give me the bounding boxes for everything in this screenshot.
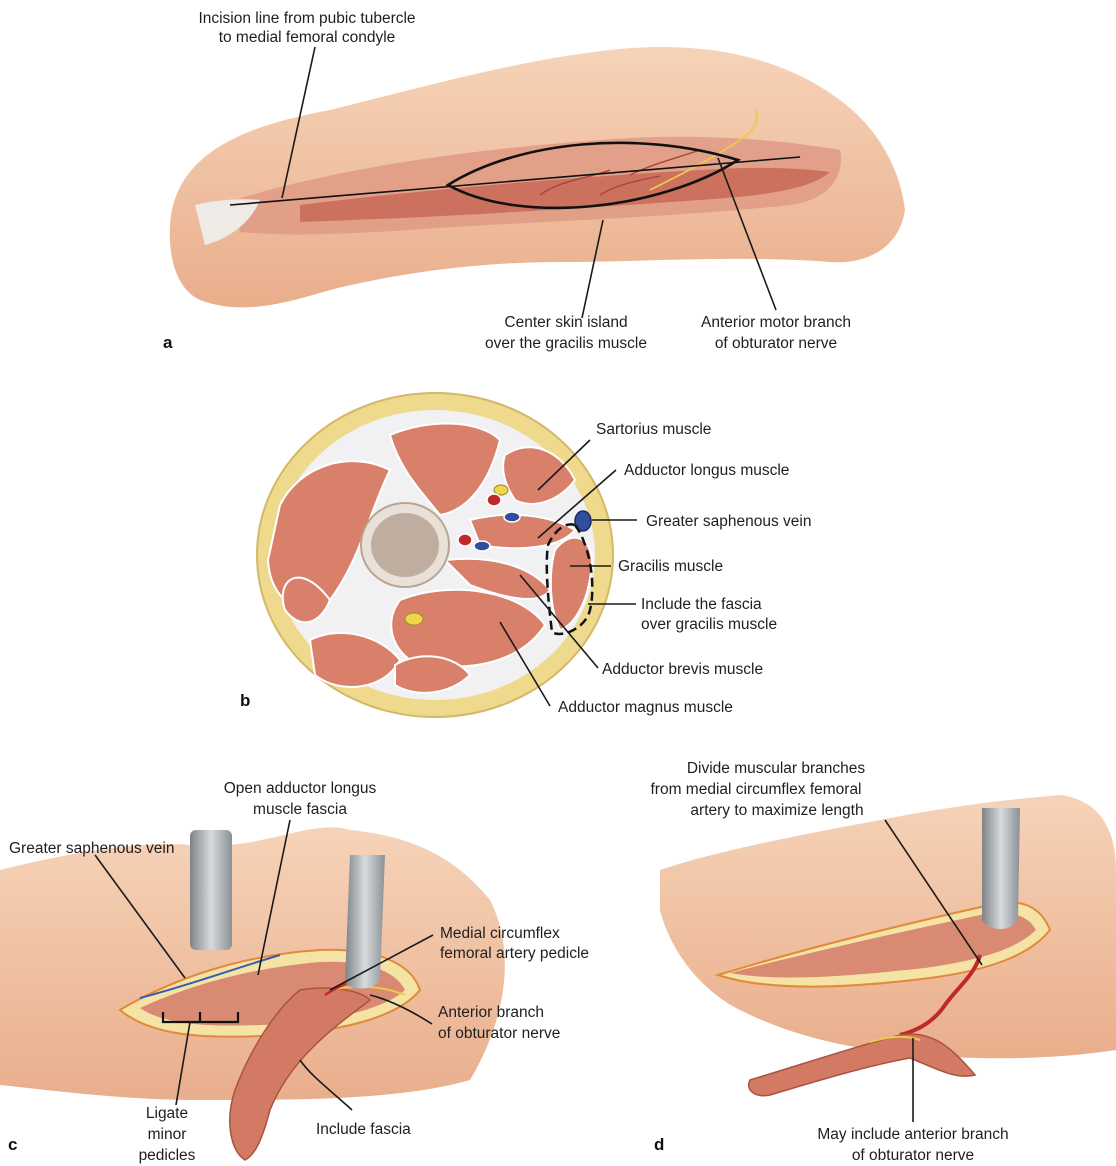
panel-a: Incision line from pubic tubercle to med… [163,10,905,352]
panel-letter-c: c [8,1135,17,1154]
label-ant-branch-2: of obturator nerve [438,1025,560,1042]
label-adductor-longus: Adductor longus muscle [624,462,789,479]
label-ligate-3: pedicles [139,1147,196,1164]
skin-island-outline [445,141,742,210]
label-motor-branch-1: Anterior motor branch [701,314,851,331]
retractor-d [982,808,1020,929]
panel-c: Open adductor longus muscle fascia Great… [0,780,589,1164]
leader-adductor-magnus [499,621,551,707]
label-incision-2: to medial femoral condyle [219,29,396,46]
leader-open-fascia [257,819,291,976]
muscle-posterior-2 [394,655,472,694]
panel-letter-b: b [240,691,250,710]
knee-tendon [195,199,260,245]
vein-dot-1 [503,511,521,523]
label-saphenous-c: Greater saphenous vein [9,840,174,857]
saphenous-vein-c [139,954,281,999]
muscle-anterior [388,422,502,517]
panel-d: Divide muscular branches from medial cir… [650,760,1116,1164]
vessel-branches [539,149,701,196]
ligate-bracket [161,1012,240,1024]
leader-incision [281,46,316,199]
panel-b: Sartorius muscle Adductor longus muscle … [240,392,811,718]
label-skin-island-2: over the gracilis muscle [485,335,647,352]
label-sartorius: Sartorius muscle [596,421,711,438]
pedicle-artery-d [899,954,982,1037]
label-ligate-2: minor [148,1126,187,1143]
leader-mcfa [329,934,434,991]
nerve-d [869,1035,921,1043]
label-mcfa-2: femoral artery pedicle [440,945,589,962]
leader-skin-island [581,219,604,319]
label-divide-1: Divide muscular branches [687,760,866,777]
leader-saphenous-c [94,854,186,979]
label-may-include-1: May include anterior branch [817,1126,1008,1143]
label-saphenous-b: Greater saphenous vein [646,513,811,530]
retractor-left [190,830,232,950]
leader-motor-branch [717,157,777,311]
label-may-include-2: of obturator nerve [852,1147,974,1164]
label-divide-2: from medial circumflex femoral [650,781,861,798]
gracilis-flap-d [748,1033,977,1097]
label-ligate-1: Ligate [146,1105,188,1122]
label-fascia-1: Include the fascia [641,596,762,613]
nerve-a [649,109,758,191]
nerve-dot-2 [404,612,424,626]
gracilis-fascia-dashed [545,523,594,636]
label-ant-branch-1: Anterior branch [438,1004,544,1021]
leader-adductor-brevis [519,574,599,669]
leader-ligate [175,1021,191,1106]
panel-letter-d: d [654,1135,664,1154]
muscle-sartorius [502,446,577,505]
label-mcfa-1: Medial circumflex [440,925,560,942]
leader-include-fascia [299,1059,353,1111]
incision-line [229,156,801,206]
leader-adductor-longus [537,469,617,539]
saphenous-vein-dot [574,510,592,532]
leader-sartorius [537,439,591,491]
muscle-adductor-magnus [390,588,547,668]
gracilis-flap-c [229,987,372,1161]
nerve-dot-1 [493,484,509,496]
muscle-medial-upper [281,576,332,624]
label-skin-island-1: Center skin island [504,314,627,331]
femur-marrow [371,513,439,577]
artery-dot-2 [457,533,473,547]
label-adductor-magnus: Adductor magnus muscle [558,699,733,716]
label-motor-branch-2: of obturator nerve [715,335,837,352]
label-divide-3: artery to maximize length [690,802,863,819]
exposed-muscle-d [730,912,1036,978]
label-fascia-2: over gracilis muscle [641,616,777,633]
artery-dot-1 [486,493,502,507]
muscle-gracilis [549,536,594,632]
retractor-right [345,855,385,989]
leader-divide [884,819,983,966]
leader-ant-branch [369,994,433,1025]
label-open-fascia-1: Open adductor longus [224,780,377,797]
label-gracilis: Gracilis muscle [618,558,723,575]
label-include-fascia: Include fascia [316,1121,411,1138]
muscle-posterior-1 [308,632,402,688]
label-open-fascia-2: muscle fascia [253,801,347,818]
muscle-adductor-brevis [442,557,552,601]
label-adductor-brevis: Adductor brevis muscle [602,661,763,678]
vein-dot-2 [473,540,491,552]
panel-letter-a: a [163,333,173,352]
label-incision-1: Incision line from pubic tubercle [198,10,415,27]
